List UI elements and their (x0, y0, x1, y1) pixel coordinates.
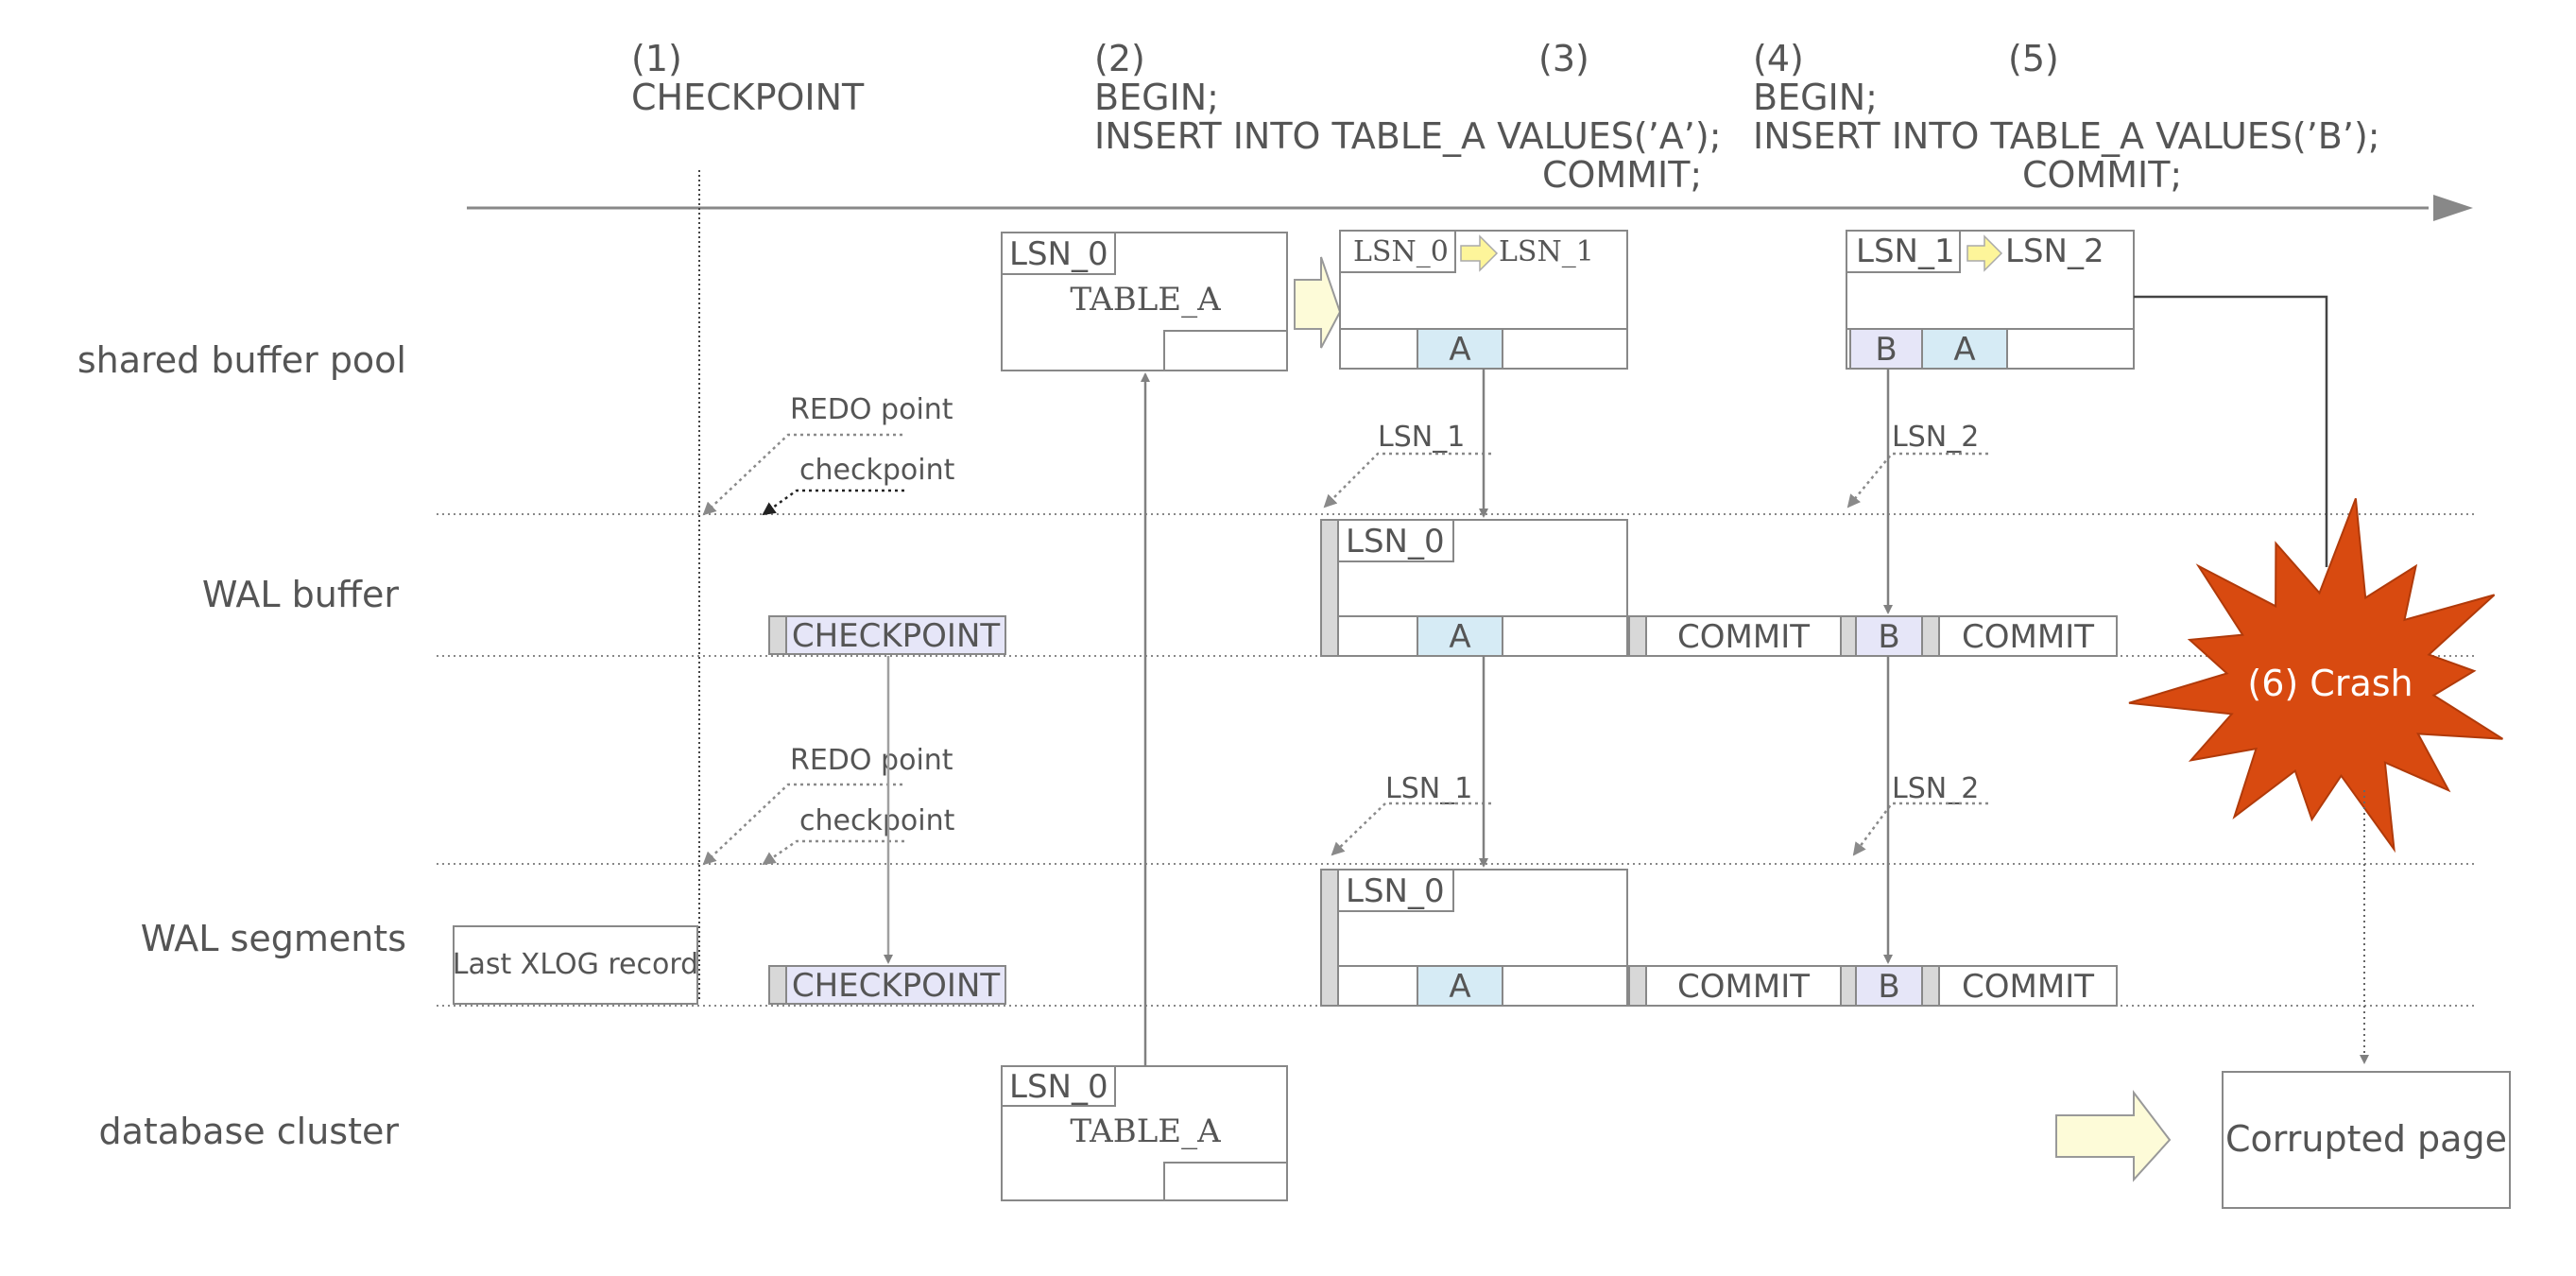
page-step3-tuple-a-label: A (1449, 331, 1470, 369)
lsn-2-pointer-upper (1846, 452, 1988, 509)
checkpoint-record-segment-label: CHECKPOINT (792, 967, 1001, 1005)
table-a-buffer-slot (1163, 330, 1288, 371)
wal-buffer-record-a (1417, 615, 1503, 657)
step-2-number: (2) (1094, 38, 1145, 79)
wal-buffer-commit-2 (1938, 615, 2118, 657)
corrupted-page-label: Corrupted page (2225, 1118, 2507, 1160)
step-4-insert: INSERT INTO TABLE_A VALUES(’B’); (1753, 115, 2380, 157)
step-2-begin: BEGIN; (1094, 77, 1219, 118)
wal-segment-commit-2-label: COMMIT (1962, 968, 2094, 1006)
page-step5-old-lsn: LSN_1 (1856, 233, 1955, 270)
checkpoint-record-buffer (785, 615, 1006, 655)
checkpoint-pointer-lower (762, 839, 904, 866)
page-step5-tuple-b-label: B (1875, 331, 1897, 369)
redo-point-pointer-lower (702, 783, 902, 866)
row-label-wal-buffer: WAL buffer (202, 574, 400, 615)
table-a-cluster-label: TABLE_A (1070, 1112, 1221, 1150)
lsn-2-pointer-lower (1852, 802, 1988, 856)
crash-burst-icon (2128, 498, 2503, 854)
wal-buffer-commit-1 (1645, 615, 1842, 657)
wal-segment-record-a (1417, 965, 1503, 1007)
timeline-arrowhead (2433, 195, 2473, 221)
wal-buffer-record-b-header (1840, 615, 1857, 657)
lsn-1-label-lower: LSN_1 (1385, 772, 1472, 805)
wal-segment-commit-2 (1938, 965, 2118, 1007)
lsn-1-pointer-lower (1331, 802, 1491, 856)
wal-segment-commit-1-header (1628, 965, 1647, 1007)
step-1-number: (1) (631, 38, 682, 79)
checkpoint-label-lower: checkpoint (799, 804, 955, 837)
checkpoint-record-buffer-header (768, 615, 787, 655)
lsn-2-label-lower: LSN_2 (1892, 772, 1979, 805)
transition-arrow-icon (1294, 256, 1342, 349)
checkpoint-record-buffer-label: CHECKPOINT (792, 617, 1001, 655)
checkpoint-record-segment (785, 965, 1006, 1005)
wal-segment-commit-1-label: COMMIT (1677, 968, 1810, 1006)
table-a-buffer-lsn-label: LSN_0 (1009, 235, 1108, 273)
redo-point-label-upper: REDO point (790, 393, 953, 426)
checkpoint-pointer-upper (762, 489, 904, 516)
wal-segment-record-b-label: B (1878, 968, 1899, 1006)
wal-segment-commit-1 (1645, 965, 1842, 1007)
checkpoint-label-upper: checkpoint (799, 454, 955, 487)
row-label-wal-segments: WAL segments (141, 918, 406, 959)
page-step5-new-lsn: LSN_2 (2005, 233, 2104, 270)
wal-segment-record-a-label: A (1449, 968, 1470, 1006)
lsn-2-label-upper: LSN_2 (1892, 421, 1979, 454)
wal-buffer-fpw-lsn-label: LSN_0 (1346, 523, 1445, 560)
page-step3-tuple-a (1417, 328, 1503, 370)
wal-segment-fpw-header (1320, 869, 1339, 1007)
page-step5-tuple-b (1849, 328, 1923, 370)
wal-buffer-commit-2-label: COMMIT (1962, 618, 2094, 656)
wal-segment-record-b-header (1840, 965, 1857, 1007)
redo-point-pointer-upper (702, 433, 902, 516)
wal-segment-record-b (1855, 965, 1923, 1007)
wal-buffer-record-b (1855, 615, 1923, 657)
corrupted-page-box (2222, 1071, 2511, 1209)
page-write-line (2134, 295, 2328, 567)
wal-segment-fpw-lsn-label: LSN_0 (1346, 872, 1445, 910)
step-5-number: (5) (2008, 38, 2059, 79)
wal-buffer-fpw-header (1320, 519, 1339, 657)
last-xlog-record-label: Last XLOG record (453, 948, 698, 981)
wal-buffer-fpw-lsn-box (1337, 519, 1454, 562)
page-step3-lsn-box (1339, 230, 1456, 273)
table-a-buffer-label: TABLE_A (1070, 281, 1221, 319)
redo-point-label-lower: REDO point (790, 744, 953, 777)
checkpoint-record-segment-header (768, 965, 787, 1005)
table-a-cluster-slot (1163, 1162, 1288, 1201)
step-5-commit: COMMIT; (2022, 154, 2182, 196)
table-a-cluster-lsn-label: LSN_0 (1009, 1068, 1108, 1106)
wal-buffer-commit-1-label: COMMIT (1677, 618, 1810, 656)
step-3-commit: COMMIT; (1542, 154, 1702, 196)
step-4-begin: BEGIN; (1753, 77, 1878, 118)
last-xlog-record-box (453, 925, 698, 1005)
row-label-shared-buffer-pool: shared buffer pool (77, 339, 406, 381)
page-step5-tuple-a-label: A (1953, 331, 1975, 369)
page-step5-lsn-arrow-icon (1966, 234, 2003, 272)
table-a-buffer-lsn-box (1001, 232, 1116, 275)
wal-buffer-commit-2-header (1921, 615, 1940, 657)
page-step5-tuple-a (1921, 328, 2008, 370)
crash-label: (6) Crash (2247, 663, 2413, 704)
result-arrow-icon (2055, 1090, 2172, 1182)
page-step5-lsn-box (1846, 230, 1961, 273)
page-step3-new-lsn: LSN_1 (1499, 235, 1594, 268)
table-a-cluster-lsn-box (1001, 1065, 1116, 1107)
lsn-1-pointer-upper (1323, 452, 1491, 509)
page-step3-lsn-arrow-icon (1460, 234, 1499, 272)
step-1-label: CHECKPOINT (631, 77, 865, 118)
wal-buffer-record-b-label: B (1878, 618, 1899, 656)
wal-segment-commit-2-header (1921, 965, 1940, 1007)
page-step3-old-lsn: LSN_0 (1353, 235, 1449, 268)
wal-buffer-commit-1-header (1628, 615, 1647, 657)
step-4-number: (4) (1753, 38, 1804, 79)
wal-segment-fpw-lsn-box (1337, 869, 1454, 912)
step-2-insert: INSERT INTO TABLE_A VALUES(’A’); (1094, 115, 1722, 157)
row-label-database-cluster: database cluster (99, 1111, 400, 1152)
lsn-1-label-upper: LSN_1 (1378, 421, 1465, 454)
wal-buffer-record-a-label: A (1449, 618, 1470, 656)
step-3-number: (3) (1538, 38, 1589, 79)
